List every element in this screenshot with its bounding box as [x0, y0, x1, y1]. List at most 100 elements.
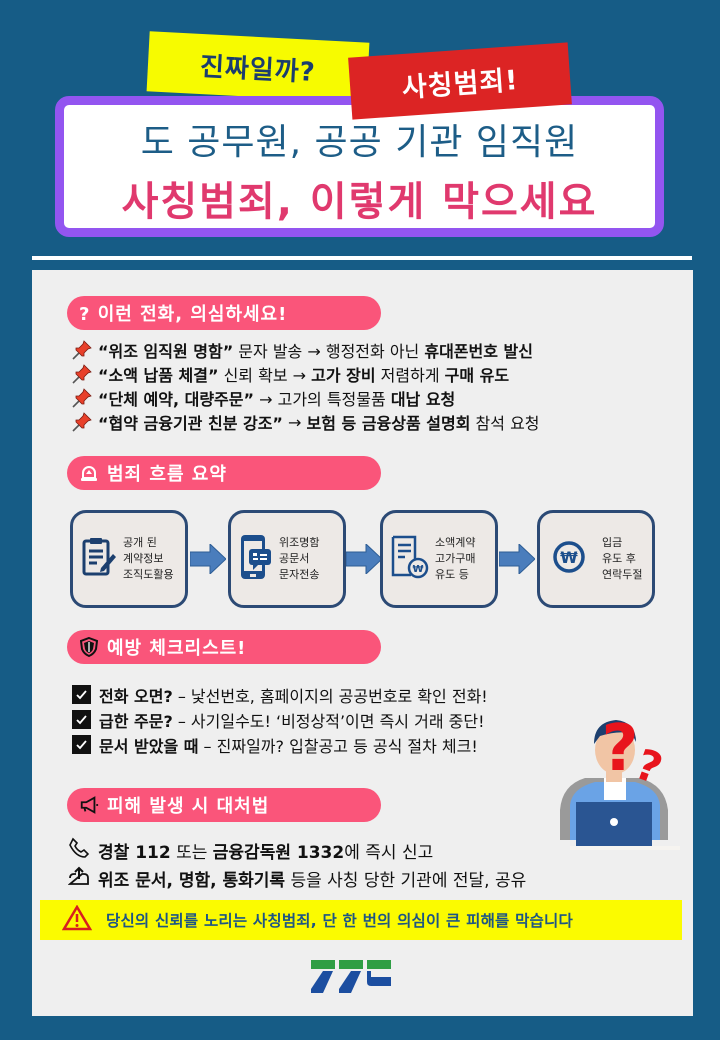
flow-step-line: 유도 등	[435, 568, 469, 581]
flow-step-line: 고가구매	[435, 552, 476, 565]
phone-icon	[68, 837, 90, 864]
flow-step-line: 계약정보	[123, 552, 164, 565]
list-item: “소액 납품 체결” 신뢰 확보 → 고가 장비 저렴하게 구매 유도	[72, 362, 540, 386]
phone-message-icon	[239, 533, 273, 585]
svg-text:₩: ₩	[560, 548, 578, 567]
item-emphasis: 대납 요청	[390, 390, 456, 409]
item-emphasis: 고가 장비	[311, 366, 376, 385]
suspicious-call-list: “위조 임직원 명함” 문자 발송 → 행정전화 아닌 휴대폰번호 발신 “소액…	[72, 338, 540, 434]
suspicious-person-illustration: ? ?	[540, 700, 690, 854]
pushpin-icon	[72, 412, 98, 432]
item-text: 참석 요청	[470, 414, 540, 433]
flow-step-line: 소액계약	[435, 536, 476, 549]
item-text: – 낯선번호, 홈페이지의 공공번호로 확인 전화!	[172, 686, 488, 706]
tag-is-it-real-text: 진짜일까?	[199, 51, 317, 88]
item-text: 등을 사칭 당한 기관에 전달, 공유	[285, 870, 527, 891]
flow-step-text: 소액계약 고가구매 유도 등	[435, 535, 475, 583]
section-heading-suspicious-calls: ? 이런 전화, 의심하세요!	[67, 296, 381, 330]
checklist-item: 전화 오면? – 낯선번호, 홈페이지의 공공번호로 확인 전화!	[72, 682, 488, 707]
shield-icon	[79, 637, 99, 657]
checklist-item: 급한 주문? – 사기일수도! ‘비정상적’이면 즉시 거래 중단!	[72, 707, 488, 732]
flow-step-line: 문자전송	[279, 568, 320, 581]
tag-impersonation-crime-text: 사칭범죄!	[400, 64, 520, 104]
checklist: 전화 오면? – 낯선번호, 홈페이지의 공공번호로 확인 전화! 급한 주문?…	[72, 682, 488, 757]
flow-step-text: 공개 된 계약정보 조직도활용	[123, 535, 174, 583]
checkbox-checked-icon	[72, 685, 91, 704]
item-text: → 고가의 특정물품	[254, 390, 391, 409]
item-emphasis: 금융감독원 1332	[212, 842, 345, 863]
tag-is-it-real: 진짜일까?	[146, 31, 370, 103]
flow-step-line: 공개 된	[123, 536, 157, 549]
section-heading-text: 예방 체크리스트!	[107, 638, 247, 659]
item-emphasis: “소액 납품 체결”	[98, 366, 219, 385]
checkbox-checked-icon	[72, 710, 91, 729]
item-text: 에 즉시 신고	[344, 842, 434, 863]
document-won-icon: ₩	[391, 535, 429, 583]
svg-text:₩: ₩	[412, 564, 423, 575]
alarm-icon	[79, 463, 99, 483]
header-divider	[32, 256, 692, 260]
flow-step-line: 공문서	[279, 552, 310, 565]
arrow-right-icon	[499, 544, 535, 574]
flow-step-line: 연락두절	[602, 568, 643, 581]
item-emphasis: 보험 등 금융상품 설명회	[306, 414, 471, 433]
flow-step-line: 조직도활용	[123, 568, 174, 581]
megaphone-icon	[79, 795, 99, 815]
item-emphasis: 전화 오면?	[99, 686, 173, 706]
content-panel: ? 이런 전화, 의심하세요! “위조 임직원 명함” 문자 발송 → 행정전화…	[32, 270, 693, 1016]
flow-step-3: ₩ 소액계약 고가구매 유도 등	[380, 510, 498, 608]
checklist-item: 문서 받았을 때 – 진짜일까? 입찰공고 등 공식 절차 체크!	[72, 732, 488, 757]
title-line-1: 도 공무원, 공공 기관 임직원	[140, 121, 579, 163]
pushpin-icon	[72, 388, 98, 408]
flow-step-line: 위조명함	[279, 536, 320, 549]
section-heading-checklist: 예방 체크리스트!	[67, 630, 381, 664]
item-text: – 사기일수도! ‘비정상적’이면 즉시 거래 중단!	[172, 711, 485, 731]
item-emphasis: “협약 금융기관 친분 강조”	[98, 414, 283, 433]
item-emphasis: 구매 유도	[444, 366, 510, 385]
flow-step-line: 입금	[602, 536, 623, 549]
flow-step-1: 공개 된 계약정보 조직도활용	[70, 510, 188, 608]
item-emphasis: 문서 받았을 때	[99, 736, 199, 756]
pushpin-icon	[72, 340, 98, 360]
list-item: 위조 문서, 명함, 통화기록 등을 사칭 당한 기관에 전달, 공유	[67, 864, 527, 892]
warning-banner: 당신의 신뢰를 노리는 사칭범죄, 단 한 번의 의심이 큰 피해를 막습니다	[40, 900, 682, 940]
item-text: 신뢰 확보 →	[218, 366, 312, 385]
item-text: 또는	[170, 842, 213, 863]
clipboard-edit-icon	[81, 536, 117, 582]
upload-share-icon	[67, 866, 90, 891]
won-coin-icon: ₩	[552, 540, 586, 578]
flow-step-2: 위조명함 공문서 문자전송	[228, 510, 346, 608]
section-heading-response: 피해 발생 시 대처법	[67, 788, 381, 822]
warning-triangle-icon	[61, 904, 93, 935]
arrow-right-icon	[190, 544, 226, 574]
list-item: “단체 예약, 대량주문” → 고가의 특정물품 대납 요청	[72, 386, 540, 410]
flow-step-text: 입금 유도 후 연락두절	[602, 535, 642, 583]
item-emphasis: 휴대폰번호 발신	[424, 342, 533, 361]
section-heading-text: 피해 발생 시 대처법	[107, 796, 270, 817]
item-text: – 진짜일까? 입찰공고 등 공식 절차 체크!	[198, 736, 478, 756]
arrow-right-icon	[346, 544, 382, 574]
item-text: →	[282, 412, 307, 432]
item-emphasis: “단체 예약, 대량주문”	[98, 390, 255, 409]
svg-text:?: ?	[601, 712, 638, 786]
checkbox-checked-icon	[72, 735, 91, 754]
list-item: “위조 임직원 명함” 문자 발송 → 행정전화 아닌 휴대폰번호 발신	[72, 338, 540, 362]
item-emphasis: “위조 임직원 명함”	[98, 342, 234, 361]
item-emphasis: 경찰 112	[98, 842, 171, 863]
warning-text: 당신의 신뢰를 노리는 사칭범죄, 단 한 번의 의심이 큰 피해를 막습니다	[106, 912, 573, 930]
list-item: 경찰 112 또는 금융감독원 1332에 즉시 신고	[68, 836, 526, 864]
flow-step-4: ₩ 입금 유도 후 연락두절	[537, 510, 655, 608]
list-item: “협약 금융기관 친분 강조” → 보험 등 금융상품 설명회 참석 요청	[72, 410, 540, 434]
organization-logo	[309, 960, 391, 1000]
item-text: 문자 발송 → 행정전화 아닌	[233, 342, 425, 361]
item-emphasis: 위조 문서, 명함, 통화기록	[98, 870, 286, 891]
title-line-2: 사칭범죄, 이렇게 막으세요	[121, 178, 598, 225]
section-heading-text: ? 이런 전화, 의심하세요!	[79, 304, 288, 325]
pushpin-icon	[72, 364, 98, 384]
item-emphasis: 급한 주문?	[99, 711, 173, 731]
section-heading-crime-flow: 범죄 흐름 요약	[67, 456, 381, 490]
item-text: 저렴하게	[375, 366, 445, 385]
flow-step-text: 위조명함 공문서 문자전송	[279, 535, 319, 583]
section-heading-text: 범죄 흐름 요약	[107, 464, 227, 485]
flow-step-line: 유도 후	[602, 552, 636, 565]
